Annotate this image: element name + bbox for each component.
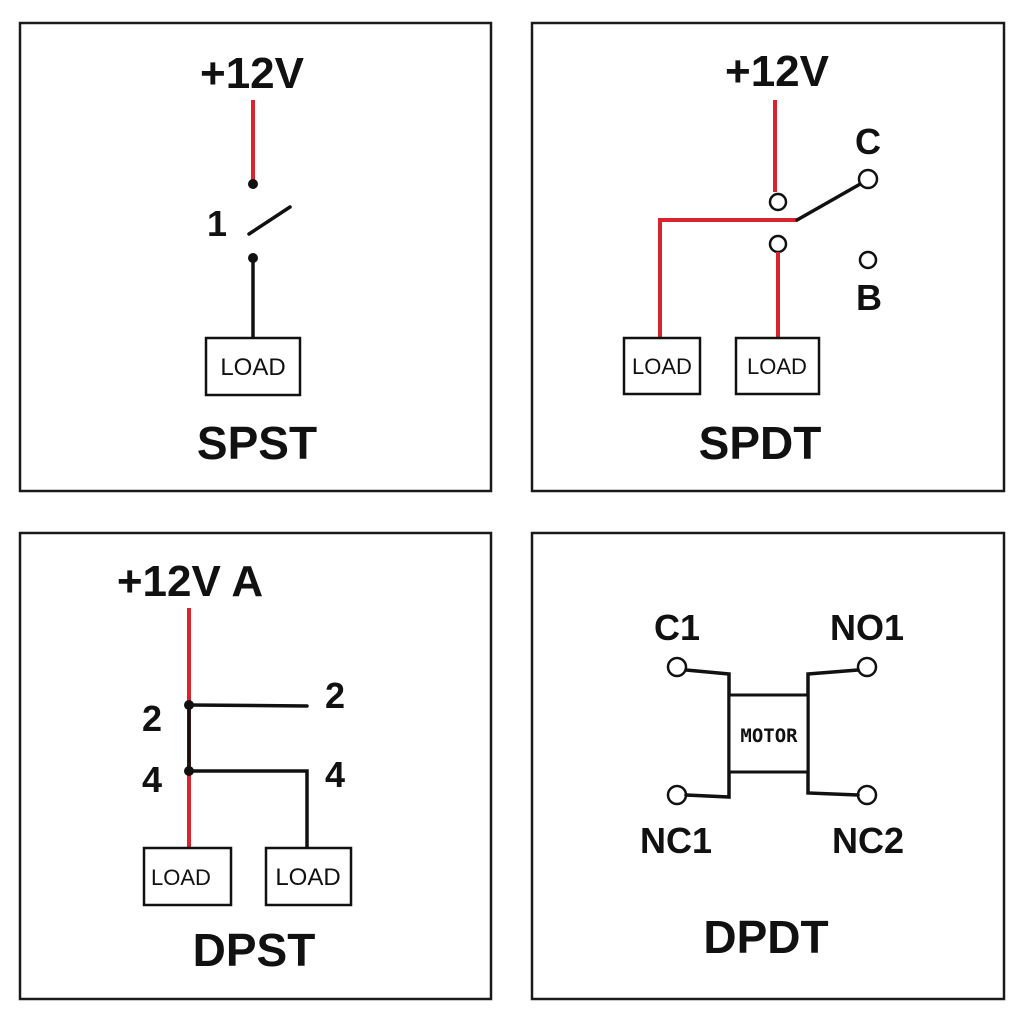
spst-load-box [204, 336, 302, 397]
spdt-load-label-right: LOAD [747, 354, 807, 379]
dpst-pin-left-bottom: 4 [142, 759, 162, 800]
spst-switch-blade [247, 205, 292, 236]
panel-dpst-frame [18, 531, 493, 1001]
panel-dpdt-frame [530, 531, 1006, 1001]
spdt-load-box-right [734, 336, 821, 396]
spst-pin-label: 1 [207, 203, 227, 244]
spst-supply-label: +12V [200, 49, 305, 98]
dpst-load-label-right: LOAD [275, 864, 340, 891]
dpdt-c1-label: C1 [654, 607, 700, 648]
spdt-title: SPDT [699, 417, 822, 469]
panel-dpdt: C1 NO1 MOTOR NC1 NC2 DPDT [530, 531, 1006, 1001]
spst-title: SPST [197, 417, 317, 469]
dpst-load-box-left [142, 846, 233, 907]
dpst-pin-left-top: 2 [142, 698, 162, 739]
dpdt-no1-terminal [856, 656, 878, 678]
spdt-load-box-left [622, 336, 702, 396]
dpdt-motor-label: MOTOR [740, 725, 798, 747]
spdt-terminal-c [857, 168, 879, 190]
dpdt-no1-label: NO1 [830, 607, 904, 648]
spdt-terminal-b-label: B [856, 277, 882, 318]
dpdt-motor-box [727, 693, 810, 774]
dpst-pin-right-top: 2 [325, 675, 345, 716]
dpst-supply-label: +12V A [117, 557, 263, 606]
panel-dpst: +12V A 2 4 2 4 LOAD LOAD DPST [18, 531, 493, 1001]
dpdt-nc2-terminal [856, 784, 878, 806]
panel-spdt: +12V C B LOAD LOAD SPDT [530, 21, 1006, 493]
dpst-load-label-left: LOAD [151, 865, 211, 890]
panel-spdt-frame [530, 21, 1006, 493]
dpdt-nc1-label: NC1 [640, 820, 712, 861]
spdt-terminal-c-label: C [855, 121, 881, 162]
dpst-pin-right-bottom: 4 [325, 754, 345, 795]
dpdt-right-wiring [806, 668, 860, 797]
spst-load-label: LOAD [220, 354, 285, 381]
dpdt-title: DPDT [703, 911, 828, 963]
panel-spst: +12V 1 LOAD SPST [18, 21, 493, 493]
dpst-branch-bottom [187, 769, 309, 850]
spdt-lower-terminal [768, 234, 788, 254]
spdt-supply-label: +12V [725, 47, 830, 96]
dpst-branch-top [187, 703, 309, 708]
dpdt-c1-terminal [666, 656, 688, 678]
spdt-left-load-wire [658, 218, 797, 338]
dpst-title: DPST [193, 924, 316, 976]
dpdt-nc2-label: NC2 [832, 820, 904, 861]
panel-spst-frame [18, 21, 493, 493]
spdt-terminal-b [858, 250, 878, 270]
spdt-common-terminal [768, 192, 788, 212]
dpdt-nc1-terminal [666, 784, 688, 806]
spdt-load-label-left: LOAD [632, 354, 692, 379]
spdt-switch-blade [795, 181, 864, 222]
dpdt-left-wiring [684, 668, 731, 799]
spst-switch-top-contact [248, 179, 258, 189]
dpst-load-box-right [264, 846, 353, 907]
